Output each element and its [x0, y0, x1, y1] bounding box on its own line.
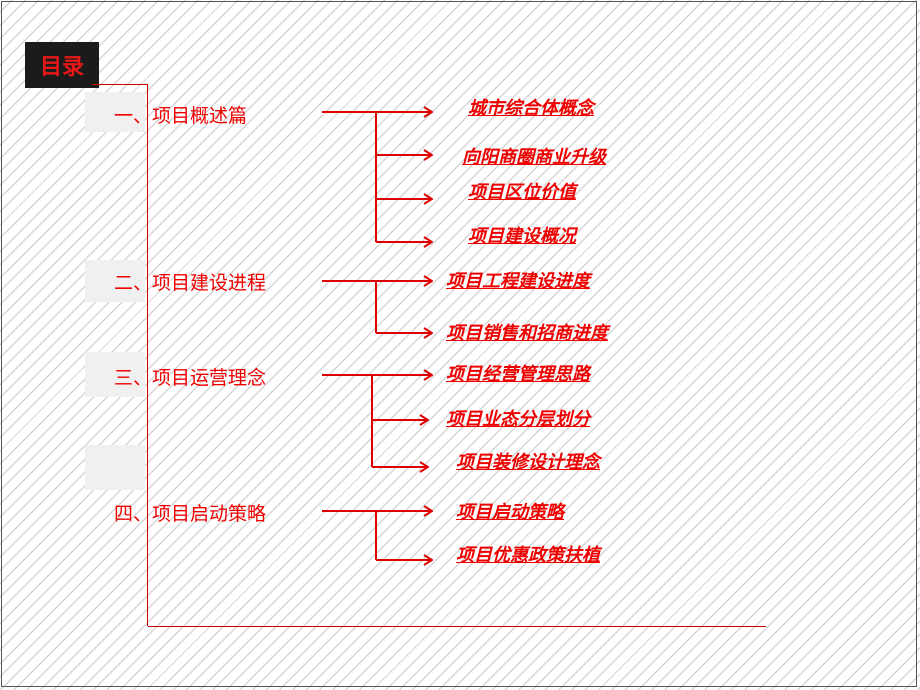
link-city-complex-concept[interactable]: 城市综合体概念 — [468, 98, 594, 119]
link-location-value[interactable]: 项目区位价值 — [468, 182, 576, 203]
link-operation-approach[interactable]: 项目经营管理思路 — [446, 364, 590, 385]
link-construction-overview[interactable]: 项目建设概况 — [468, 226, 576, 247]
section-highlight — [85, 92, 145, 132]
section-4-heading: 四、项目启动策略 — [114, 503, 267, 525]
section-highlight — [85, 260, 145, 302]
link-decoration-design[interactable]: 项目装修设计理念 — [456, 452, 600, 473]
link-engineering-progress[interactable]: 项目工程建设进度 — [446, 271, 590, 292]
link-tenant-floor-plan[interactable]: 项目业态分层划分 — [446, 409, 590, 430]
section-3-heading: 三、项目运营理念 — [114, 367, 267, 389]
section-highlight — [85, 352, 145, 397]
link-incentive-policy[interactable]: 项目优惠政策扶植 — [456, 545, 600, 566]
link-launch-strategy[interactable]: 项目启动策略 — [456, 502, 564, 523]
toc-bottom-rule — [148, 626, 766, 627]
section-1-heading: 一、项目概述篇 — [114, 105, 248, 127]
section-highlight — [85, 445, 145, 490]
link-xiangyang-upgrade[interactable]: 向阳商圈商业升级 — [462, 147, 606, 168]
toc-title: 目录 — [25, 42, 99, 88]
toc-bracket-line — [92, 84, 148, 626]
link-sales-leasing-progress[interactable]: 项目销售和招商进度 — [446, 323, 608, 344]
section-2-heading: 二、项目建设进程 — [114, 272, 267, 294]
